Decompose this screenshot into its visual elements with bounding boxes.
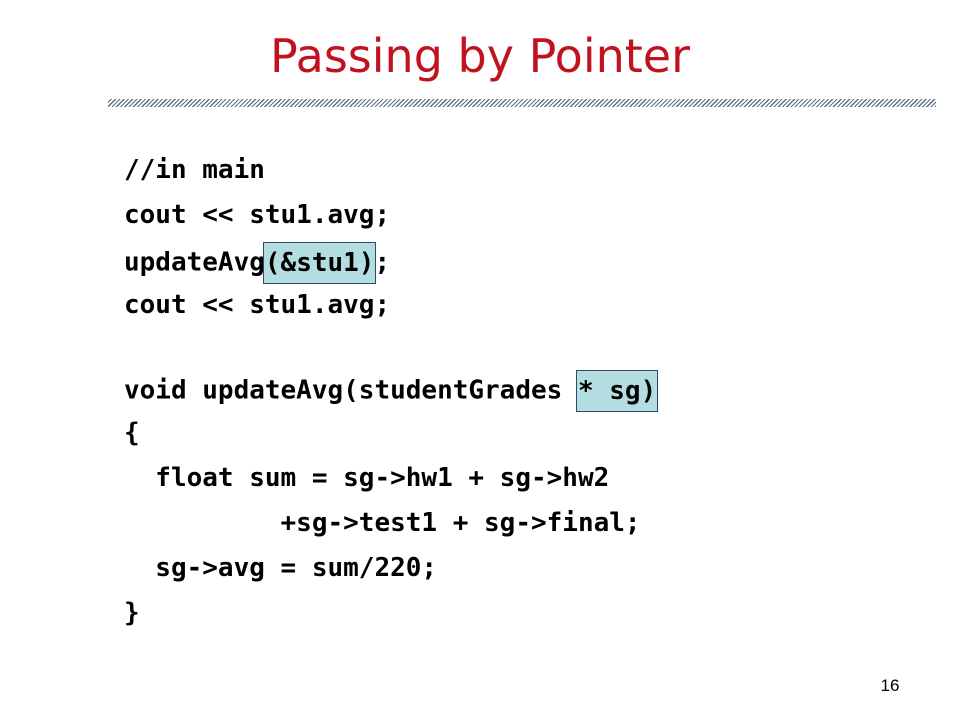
code-line-sum: float sum = sg->hw1 + sg->hw2 xyxy=(124,463,610,493)
highlight-parameter: * sg) xyxy=(575,370,659,412)
slide-title: Passing by Pointer xyxy=(269,29,691,83)
code-line-cout-2: cout << stu1.avg; xyxy=(124,290,391,320)
code-line-open-brace: { xyxy=(124,418,140,448)
code-line-function-signature: void updateAvg(studentGrades * sg) xyxy=(124,370,659,412)
code-line-cout-1: cout << stu1.avg; xyxy=(124,200,391,230)
slide-number: 16 xyxy=(880,676,900,695)
code-line-main-comment: //in main xyxy=(124,155,265,185)
update-call-semicolon: ; xyxy=(374,247,391,278)
code-block: //in main cout << stu1.avg; updateAvg(&s… xyxy=(124,0,659,628)
update-call-text: updateAvg xyxy=(124,247,265,278)
highlight-argument: (&stu1) xyxy=(262,242,377,284)
code-line-avg: sg->avg = sum/220; xyxy=(124,553,438,583)
function-signature-text: void updateAvg(studentGrades xyxy=(124,375,578,406)
code-line-update-call: updateAvg(&stu1); xyxy=(124,242,391,284)
title-divider xyxy=(108,99,936,107)
code-line-close-brace: } xyxy=(124,598,140,628)
code-line-sum-continued: +sg->test1 + sg->final; xyxy=(124,508,641,538)
